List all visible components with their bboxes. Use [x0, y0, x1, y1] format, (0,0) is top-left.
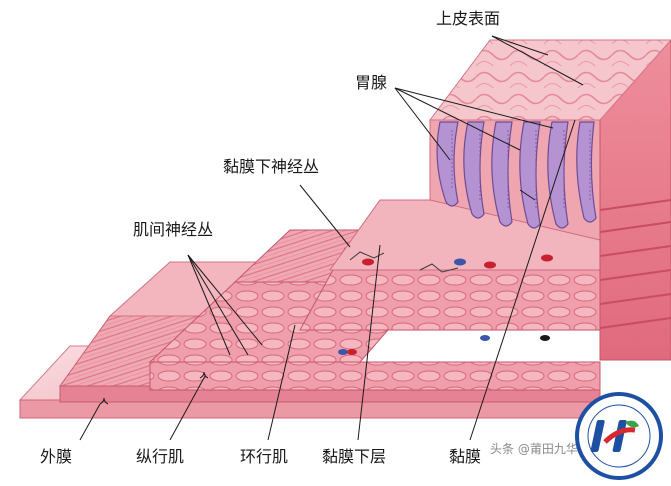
mucosa-block: [429, 39, 671, 361]
label-gastric-glands: 胃腺: [355, 73, 388, 92]
label-submucosa: 黏膜下层: [322, 447, 387, 466]
label-myenteric-plexus: 肌间神经丛: [133, 220, 214, 239]
label-epithelium-surface: 上皮表面: [436, 9, 501, 28]
watermark-text: 头条 @莆田九华医院: [490, 442, 602, 456]
hospital-logo-icon: [575, 392, 663, 480]
label-mucosa: 黏膜: [449, 447, 482, 466]
leader-lines: [79, 35, 584, 441]
label-longitudinal-muscle: 纵行肌: [136, 447, 185, 466]
label-circular-muscle: 环行肌: [240, 447, 289, 466]
label-serosa: 外膜: [40, 447, 73, 466]
label-submucosal-plexus: 黏膜下神经丛: [223, 157, 320, 176]
